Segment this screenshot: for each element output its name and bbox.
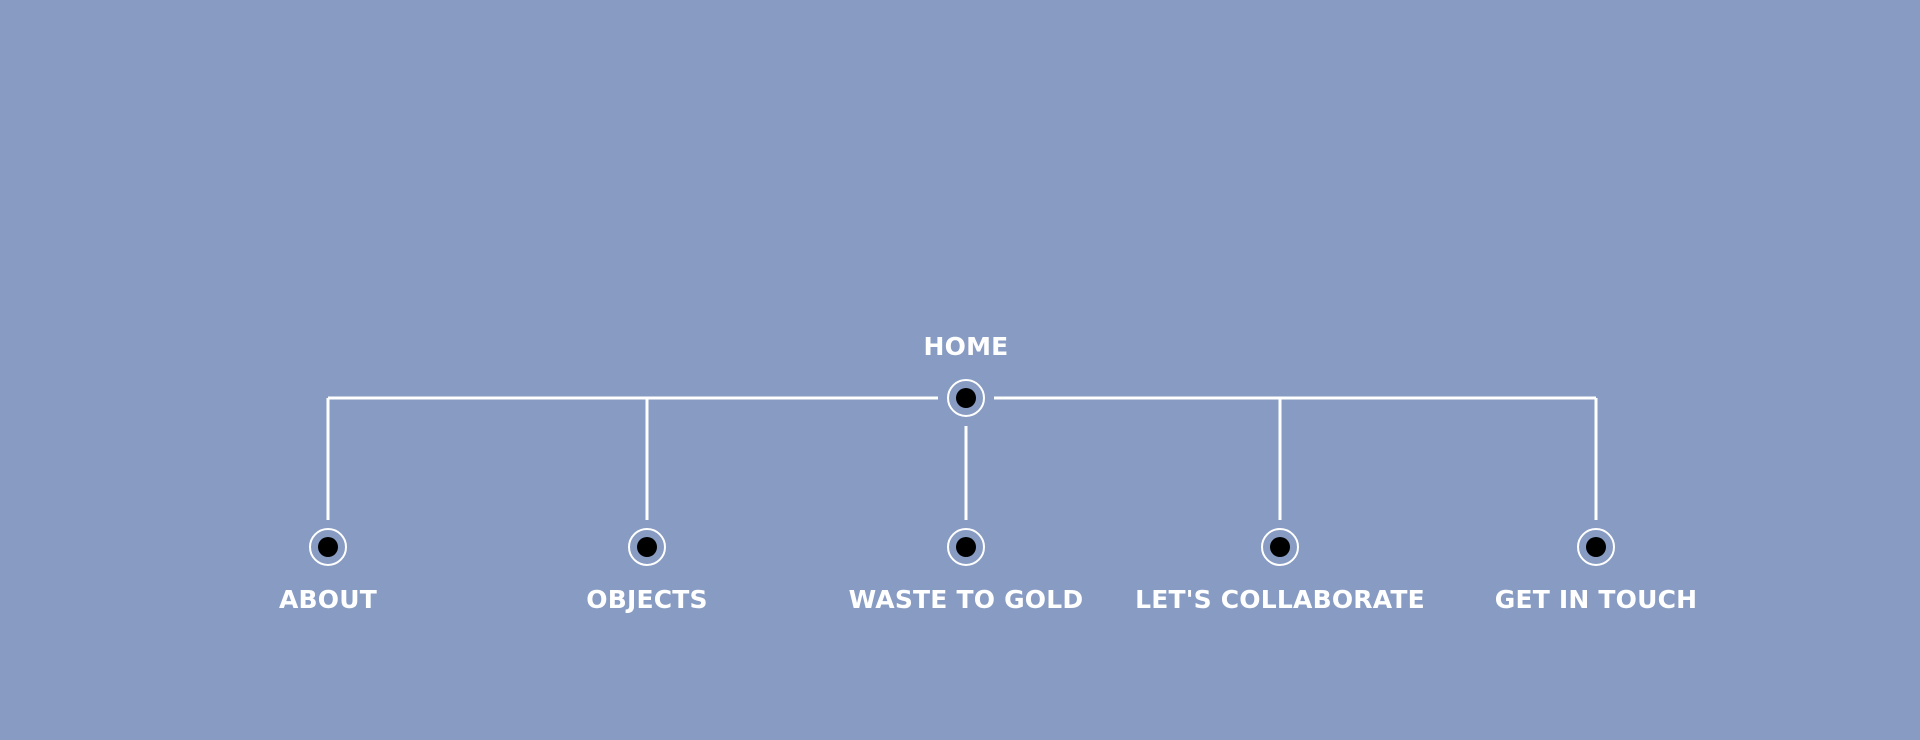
nav-link-objects[interactable]: OBJECTS [586, 585, 708, 614]
get-in-touch-node-dot-icon[interactable] [1577, 528, 1615, 566]
nav-link-get-in-touch[interactable]: GET IN TOUCH [1494, 585, 1698, 614]
nav-link-waste-to-gold[interactable]: WASTE TO GOLD [848, 585, 1084, 614]
nav-link-home[interactable]: HOME [923, 332, 1009, 361]
nav-link-lets-collaborate[interactable]: LET'S COLLABORATE [1135, 585, 1425, 614]
about-node-dot-icon[interactable] [309, 528, 347, 566]
objects-node-dot-icon[interactable] [628, 528, 666, 566]
home-node-dot-icon[interactable] [947, 379, 985, 417]
lets-collaborate-node-dot-icon[interactable] [1261, 528, 1299, 566]
nav-link-about[interactable]: ABOUT [278, 585, 378, 614]
waste-to-gold-node-dot-icon[interactable] [947, 528, 985, 566]
